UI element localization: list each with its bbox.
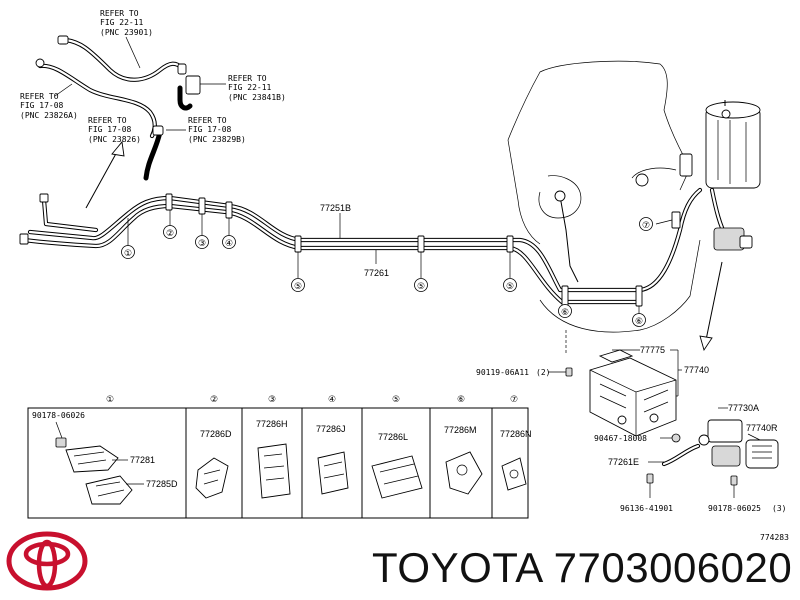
callout-6a: ⑥ <box>561 308 569 318</box>
table-header-7: ⑦ <box>510 395 518 405</box>
cell1-77285d: 77285D <box>146 479 178 489</box>
table-header-4: ④ <box>328 395 336 405</box>
label-90467: 90467-18008 <box>594 434 647 443</box>
label-96136: 96136-41901 <box>620 504 673 513</box>
ref-23901-l3: (PNC 23901) <box>100 28 153 37</box>
ref-23829b: REFER TO FIG 17-08 (PNC 23829B) <box>188 116 246 144</box>
canister-assembly <box>548 330 779 498</box>
ref-23826a-l3: (PNC 23826A) <box>20 111 78 120</box>
label-77251b: 77251B <box>320 203 351 213</box>
label-77740: 77740 <box>684 365 709 375</box>
ref-23901: REFER TO FIG 22-11 (PNC 23901) <box>100 9 153 37</box>
callout-1: ① <box>124 249 132 259</box>
label-77261e: 77261E <box>608 457 639 467</box>
ref-23829b-l2: FIG 17-08 <box>188 125 232 134</box>
callout-4: ④ <box>225 239 233 249</box>
cell2-77286d: 77286D <box>200 429 232 439</box>
cell1-90178: 90178-06026 <box>32 411 85 420</box>
brand-line: TOYOTA 7703006020 <box>372 544 792 592</box>
table-header-3: ③ <box>268 395 276 405</box>
cell4-77286j: 77286J <box>316 424 346 434</box>
part-labels: 77251B 77261 77775 77740 90119-06A11 (2)… <box>320 203 789 542</box>
ref-23826-l2: FIG 17-08 <box>88 125 132 134</box>
ref-23841b-l1: REFER TO <box>228 74 267 83</box>
label-90178b-qty: (3) <box>772 504 786 513</box>
ref-23841b-l3: (PNC 23841B) <box>228 93 286 102</box>
part-number: 7703006020 <box>553 544 793 591</box>
clamp-table: ① ② ③ ④ ⑤ ⑥ ⑦ 90178-06026 77281 77285D 7… <box>27 395 532 519</box>
label-77261: 77261 <box>364 268 389 278</box>
ref-23841b: REFER TO FIG 22-11 (PNC 23841B) <box>228 74 286 102</box>
toyota-logo-icon <box>6 531 88 591</box>
callout-2: ② <box>166 229 174 239</box>
table-header-5: ⑤ <box>392 395 400 405</box>
callout-5c: ⑤ <box>506 282 514 292</box>
callout-7: ⑦ <box>642 221 650 231</box>
ref-23841b-l2: FIG 22-11 <box>228 83 272 92</box>
ref-23901-l1: REFER TO <box>100 9 139 18</box>
table-header-6: ⑥ <box>457 395 465 405</box>
ref-23826a: REFER TO FIG 17-08 (PNC 23826A) <box>20 92 78 120</box>
cell5-77286l: 77286L <box>378 432 408 442</box>
cell3-77286h: 77286H <box>256 419 288 429</box>
callout-6b: ⑥ <box>635 317 643 327</box>
table-header-2: ② <box>210 395 218 405</box>
label-90119-qty: (2) <box>536 368 550 377</box>
ref-23826: REFER TO FIG 17-08 (PNC 23826) <box>88 116 141 144</box>
callout-5b: ⑤ <box>417 282 425 292</box>
canister-upper <box>699 100 761 352</box>
cell1-77281: 77281 <box>130 455 155 465</box>
main-fuel-lines <box>19 187 703 314</box>
ref-23829b-l3: (PNC 23829B) <box>188 135 246 144</box>
ref-23826a-l1: REFER TO <box>20 92 59 101</box>
cell7-77286n: 77286N <box>500 429 532 439</box>
upper-hoses <box>35 35 226 209</box>
callout-3: ③ <box>198 239 206 249</box>
label-77775: 77775 <box>640 345 665 355</box>
diagram-id: 774283 <box>760 533 789 542</box>
fuel-tank <box>507 60 701 333</box>
label-90178b: 90178-06025 <box>708 504 761 513</box>
callout-numbers: ① ② ③ ④ ⑤ ⑤ ⑤ ⑥ ⑥ ⑦ <box>121 217 653 327</box>
table-header-1: ① <box>106 395 114 405</box>
label-77730a: 77730A <box>728 403 759 413</box>
callout-5a: ⑤ <box>294 282 302 292</box>
brand-name: TOYOTA <box>372 544 542 591</box>
label-90119: 90119-06A11 <box>476 368 529 377</box>
ref-23826-l1: REFER TO <box>88 116 127 125</box>
ref-23829b-l1: REFER TO <box>188 116 227 125</box>
label-77740r: 77740R <box>746 423 778 433</box>
cell6-77286m: 77286M <box>444 425 477 435</box>
ref-23826-l3: (PNC 23826) <box>88 135 141 144</box>
ref-23901-l2: FIG 22-11 <box>100 18 144 27</box>
ref-23826a-l2: FIG 17-08 <box>20 101 64 110</box>
